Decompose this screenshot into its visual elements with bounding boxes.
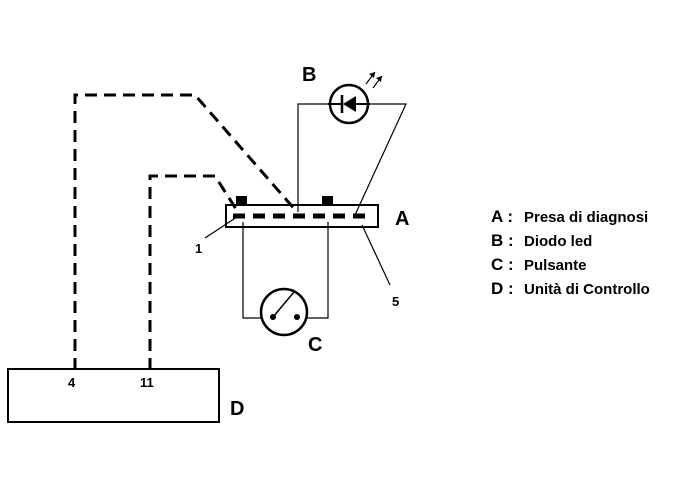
legend-key-a: A : (491, 207, 513, 226)
legend: A : Presa di diagnosi B : Diodo led C : … (491, 207, 650, 298)
light-emission-icon (365, 71, 383, 89)
led-wire-left (297, 103, 328, 212)
button-label: C (308, 334, 322, 356)
button-wire-left (242, 222, 262, 319)
legend-key-b: B : (491, 231, 514, 250)
socket-label: A (395, 208, 409, 230)
diagnostic-socket (225, 196, 379, 228)
control-unit-label: D (230, 398, 244, 420)
pin-11-label: 11 (140, 375, 154, 390)
button-wire-right (307, 222, 329, 319)
led-wire-right (354, 103, 407, 216)
pin-1-leader (204, 214, 241, 239)
pin-5-label: 5 (392, 294, 399, 309)
control-unit-box (7, 368, 220, 423)
legend-text-d: Unità di Controllo (524, 281, 650, 298)
pin-1-label: 1 (195, 241, 202, 256)
push-button-icon (259, 287, 309, 337)
legend-text-a: Presa di diagnosi (524, 209, 648, 226)
wire-pin-4 (73, 93, 299, 370)
wire-pin-11 (148, 174, 240, 370)
legend-text-b: Diodo led (524, 233, 592, 250)
led-label: B (302, 64, 316, 86)
led-diode-icon (328, 83, 370, 125)
legend-text-c: Pulsante (524, 257, 587, 274)
legend-key-d: D : (491, 279, 514, 298)
pin-4-label: 4 (68, 375, 76, 390)
legend-key-c: C : (491, 255, 514, 274)
pin-5-leader (361, 224, 391, 286)
